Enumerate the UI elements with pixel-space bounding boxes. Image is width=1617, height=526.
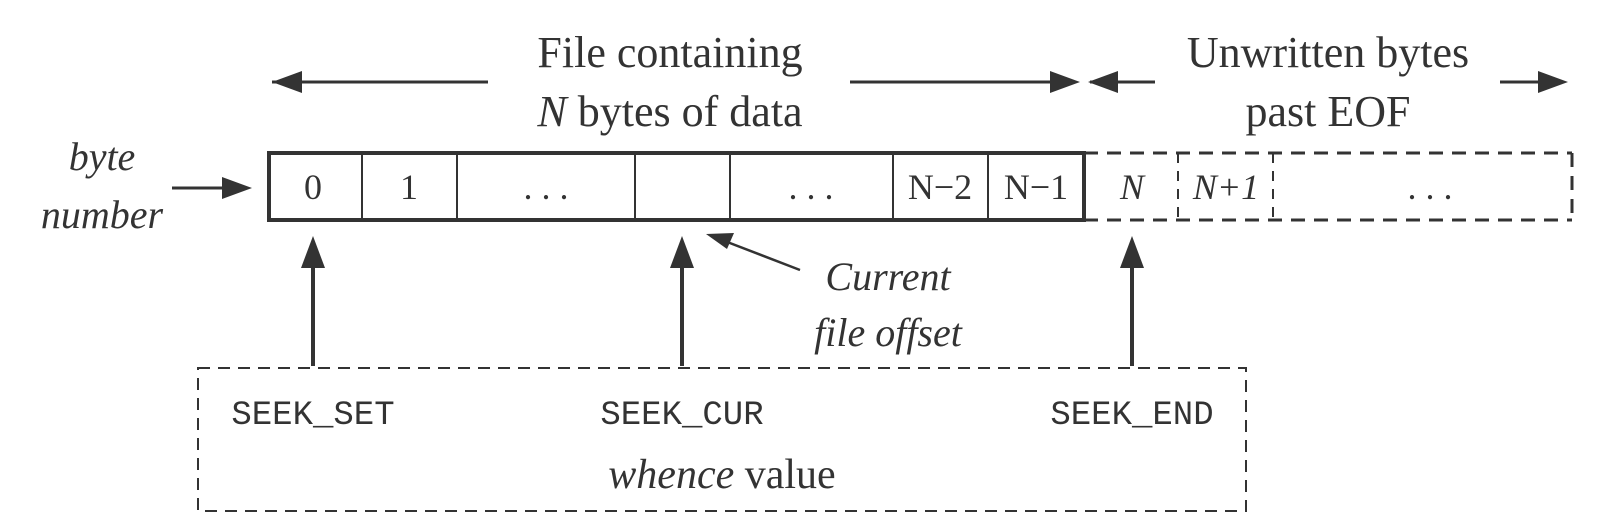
arrow-right-icon — [222, 177, 252, 199]
file-bytes-strip: 0 1 . . . . . . N−2 N−1 — [267, 151, 1086, 222]
seek-end-label: SEEK_END — [1050, 397, 1213, 435]
current-offset-line2: file offset — [814, 310, 963, 355]
seek-set-label: SEEK_SET — [231, 397, 394, 435]
eof-cell: N+1 — [1192, 167, 1259, 207]
whence-arrows — [301, 236, 1144, 366]
file-size-dimension: File containing N bytes of data — [272, 28, 1080, 136]
current-offset-line1: Current — [825, 254, 951, 299]
svg-text:byte: byte — [69, 134, 136, 179]
eof-cell: N — [1119, 167, 1146, 207]
arrow-up-icon — [1120, 236, 1144, 268]
arrow-right-icon — [1538, 71, 1568, 93]
eof-cell: . . . — [1408, 167, 1453, 207]
arrow-left-icon — [1088, 71, 1118, 93]
whence-box: SEEK_SET SEEK_CUR SEEK_END whence value — [197, 367, 1247, 512]
byte-number-label: byte number — [41, 134, 252, 237]
past-eof-strip: N N+1 . . . — [1084, 151, 1574, 222]
file-header-line1: File containing — [537, 28, 802, 77]
byte-cell: . . . — [524, 167, 569, 207]
byte-cell: N−2 — [908, 167, 972, 207]
file-header-line2: N bytes of data — [536, 87, 802, 136]
svg-text:number: number — [41, 192, 164, 237]
unwritten-header-line2: past EOF — [1246, 87, 1411, 136]
unwritten-dimension: Unwritten bytes past EOF — [1088, 28, 1568, 136]
arrow-up-icon — [670, 236, 694, 268]
current-offset-callout: Current file offset — [706, 233, 963, 355]
arrow-up-icon — [301, 236, 325, 268]
byte-cell: 1 — [400, 167, 418, 207]
arrow-left-icon — [272, 71, 302, 93]
byte-cell: 0 — [304, 167, 322, 207]
byte-cell: N−1 — [1004, 167, 1068, 207]
whence-caption: whence value — [608, 452, 835, 498]
arrow-pointer-icon — [706, 233, 734, 249]
arrow-right-icon — [1050, 71, 1080, 93]
unwritten-header-line1: Unwritten bytes — [1187, 28, 1469, 77]
seek-cur-label: SEEK_CUR — [600, 397, 763, 435]
byte-cell: . . . — [789, 167, 834, 207]
